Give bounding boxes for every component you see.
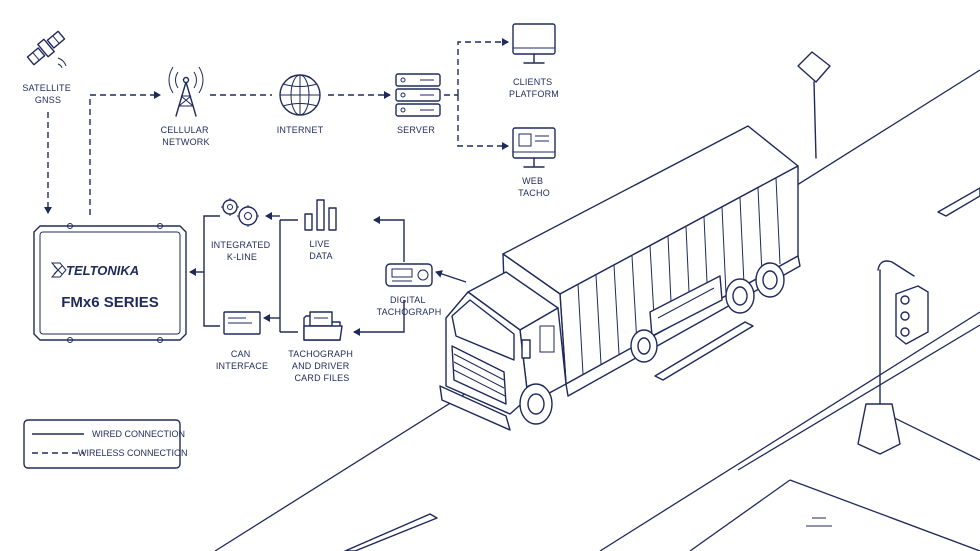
- connections: [44, 38, 509, 336]
- web-tacho-icon: [512, 127, 556, 168]
- integrated-label: INTEGRATED K-LINE: [211, 240, 273, 262]
- folder-icon: [303, 311, 343, 341]
- legend-wireless-label: WIRELESS CONNECTION: [78, 448, 188, 458]
- satellite-label: SATELLITE GNSS: [22, 83, 73, 105]
- server-icon: [395, 73, 441, 117]
- legend-wired-label: WIRED CONNECTION: [92, 429, 185, 439]
- device-model: FMx6 SERIES: [61, 294, 159, 311]
- gears-icon: [221, 198, 259, 227]
- tachograph-icon: [385, 263, 433, 287]
- teltonika-logo-icon: [50, 262, 67, 278]
- truck-illustration: [439, 125, 801, 431]
- street-lamp-icon: [797, 51, 831, 159]
- internet-label: INTERNET: [277, 125, 324, 135]
- clients-label: CLIENTS PLATFORM: [509, 77, 559, 99]
- tacho-files-label: TACHOGRAPH AND DRIVER CARD FILES: [288, 349, 356, 383]
- satellite-icon: [26, 30, 67, 69]
- tracker-device: TELTONIKA FMx6 SERIES: [33, 223, 187, 343]
- digital-tacho-label: DIGITAL TACHOGRAPH: [377, 295, 442, 317]
- can-label: CAN INTERFACE: [216, 349, 268, 371]
- cellular-label: CELLULAR NETWORK: [161, 125, 212, 147]
- web-tacho-label: WEB TACHO: [518, 176, 550, 198]
- lane-marking: [344, 187, 980, 551]
- live-data-label: LIVE DATA: [309, 239, 332, 261]
- monitor-icon: [512, 23, 556, 64]
- device-brand: TELTONIKA: [66, 263, 139, 278]
- cell-tower-icon: [168, 66, 204, 117]
- server-label: SERVER: [397, 125, 435, 135]
- legend: WIRED CONNECTION WIRELESS CONNECTION: [23, 419, 188, 469]
- traffic-light-icon: [857, 260, 929, 455]
- bar-chart-icon: [304, 199, 337, 231]
- can-window-icon: [223, 311, 261, 335]
- globe-icon: [279, 74, 321, 116]
